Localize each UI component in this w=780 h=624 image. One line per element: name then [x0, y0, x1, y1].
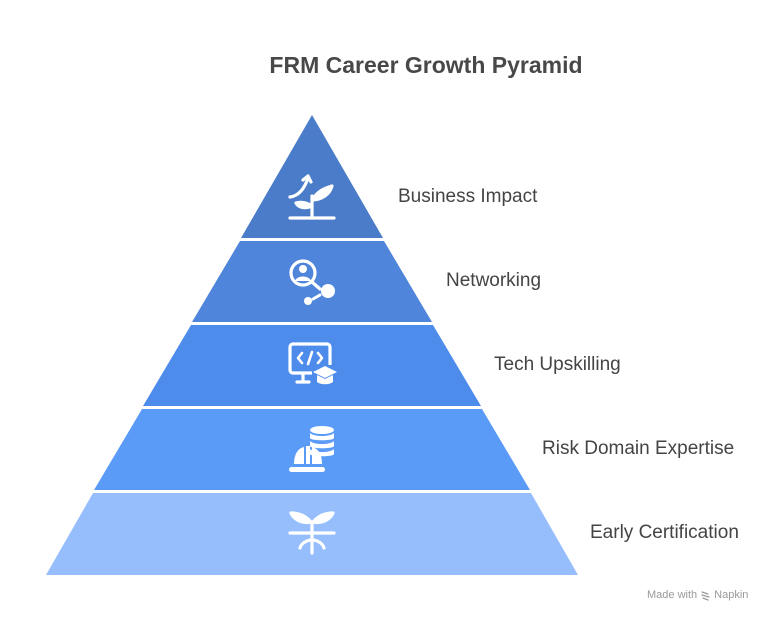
napkin-logo-icon [701, 590, 710, 601]
layer-label-networking: Networking [446, 270, 542, 291]
napkin-brand-text: Napkin [714, 589, 749, 601]
layer-label-tech-upskilling: Tech Upskilling [494, 354, 621, 375]
layer-label-risk-domain-expertise: Risk Domain Expertise [542, 438, 735, 459]
code-monitor-graduation-icon [288, 342, 338, 385]
made-with-text: Made with [647, 589, 698, 601]
pyramid-layer-business-impact [241, 115, 383, 238]
hardhat-database-icon [289, 426, 334, 472]
napkin-watermark: Made with Napkin [647, 589, 748, 601]
person-search-network-icon [289, 259, 335, 305]
growth-plant-arrow-icon [288, 174, 336, 220]
layer-label-business-impact: Business Impact [398, 186, 538, 207]
layer-label-early-certification: Early Certification [590, 522, 739, 543]
diagram-title: FRM Career Growth Pyramid [269, 52, 583, 78]
sprout-roots-icon [288, 511, 336, 555]
